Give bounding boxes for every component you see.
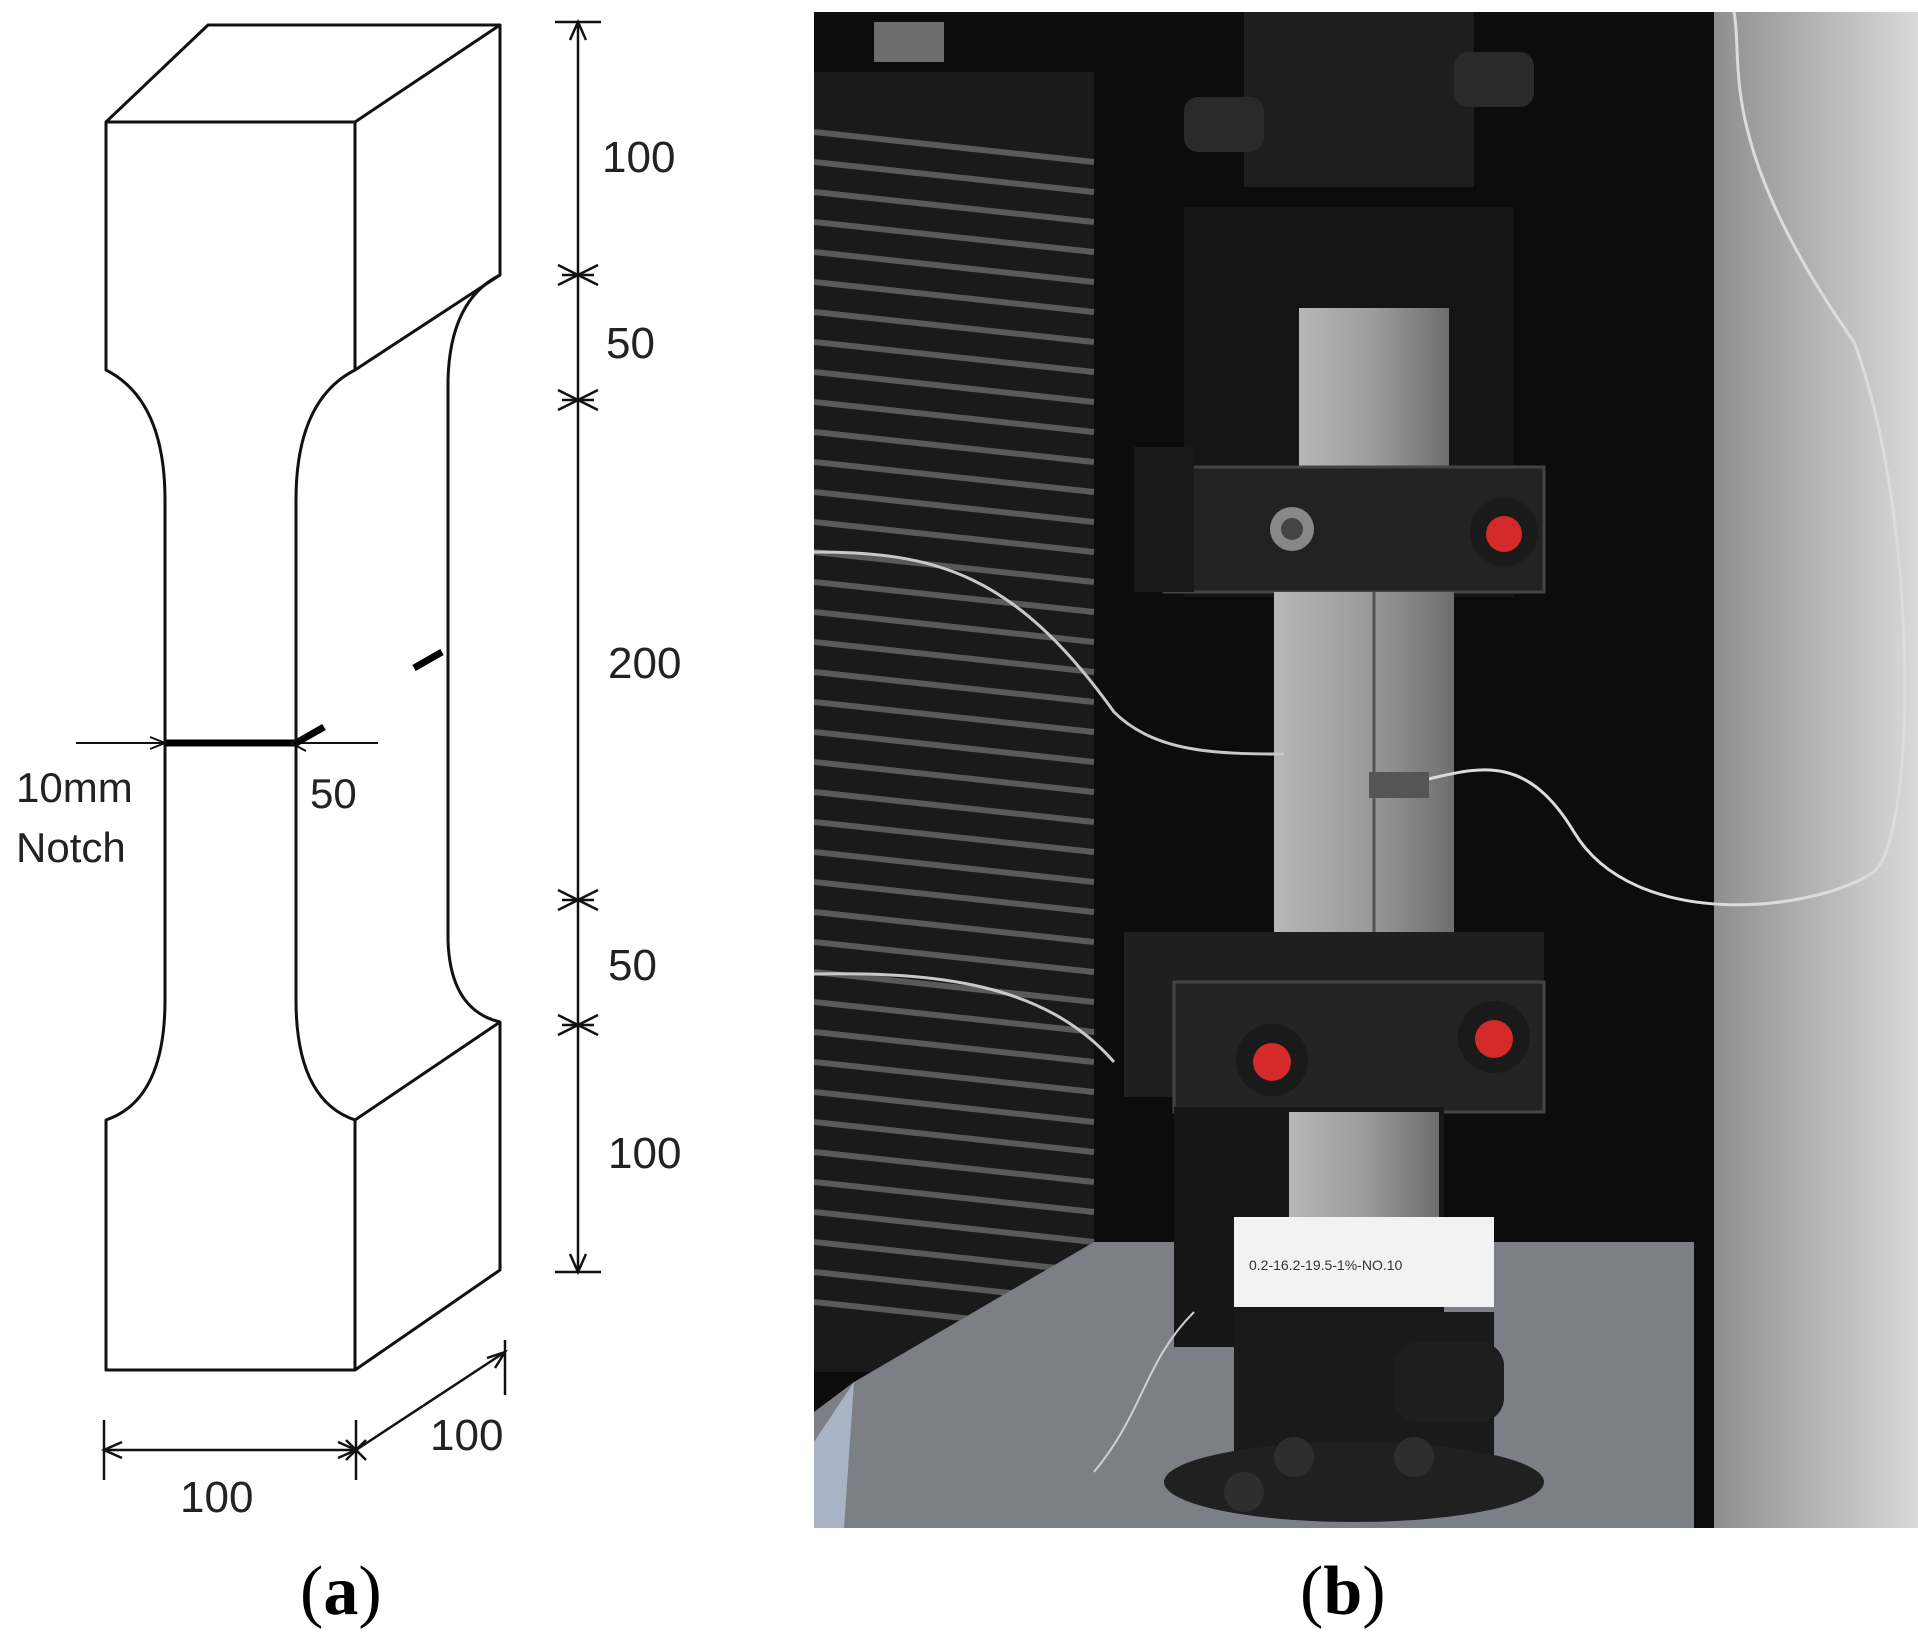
cable-left-lower bbox=[814, 972, 1116, 1063]
dim-notch-width: 50 bbox=[310, 770, 357, 817]
cable-left-upper bbox=[814, 550, 1285, 756]
cable-right bbox=[1388, 12, 1907, 907]
dim-gauge-length: 200 bbox=[608, 639, 681, 688]
caption-b-letter: b bbox=[1323, 1553, 1363, 1630]
caption-b: (b) bbox=[1300, 1553, 1386, 1630]
upper-crosshead bbox=[1244, 12, 1474, 187]
notch-corner-mark bbox=[294, 723, 326, 747]
dim-top-grip: 100 bbox=[602, 133, 675, 182]
notch-side-mark bbox=[412, 648, 444, 672]
vertical-dimension-line bbox=[555, 18, 601, 1276]
dim-upper-transition: 50 bbox=[606, 319, 655, 368]
louvered-panel bbox=[814, 72, 1095, 1372]
test-setup-illustration: 0.2-16.2-19.5-1%-NO.10 bbox=[814, 12, 1918, 1528]
caption-a: (a) bbox=[300, 1553, 382, 1630]
dim-bottom-grip: 100 bbox=[608, 1129, 681, 1178]
specimen-diagram-panel: 100 50 200 50 100 100 100 50 10mm Notch bbox=[0, 0, 790, 1540]
specimen-side-face bbox=[354, 25, 502, 1372]
specimen-diagram: 100 50 200 50 100 100 100 50 10mm Notch bbox=[16, 18, 681, 1522]
specimen-top-face bbox=[104, 23, 502, 124]
specimen-tag bbox=[1234, 1217, 1494, 1307]
notch-label-line1: 10mm bbox=[16, 764, 133, 811]
caption-a-letter: a bbox=[323, 1553, 359, 1630]
test-setup-photo: 0.2-16.2-19.5-1%-NO.10 bbox=[814, 12, 1918, 1528]
depth-dimension-line bbox=[355, 1340, 508, 1452]
dim-depth: 100 bbox=[430, 1411, 503, 1460]
specimen-tag-text: 0.2-16.2-19.5-1%-NO.10 bbox=[1249, 1257, 1403, 1273]
notch-label-line2: Notch bbox=[16, 824, 126, 871]
dim-lower-transition: 50 bbox=[608, 941, 657, 990]
machine-right-wall bbox=[1714, 12, 1918, 1528]
width-dimension-line bbox=[100, 1420, 367, 1480]
notch-sensor bbox=[1369, 772, 1429, 798]
dim-width: 100 bbox=[180, 1473, 253, 1522]
